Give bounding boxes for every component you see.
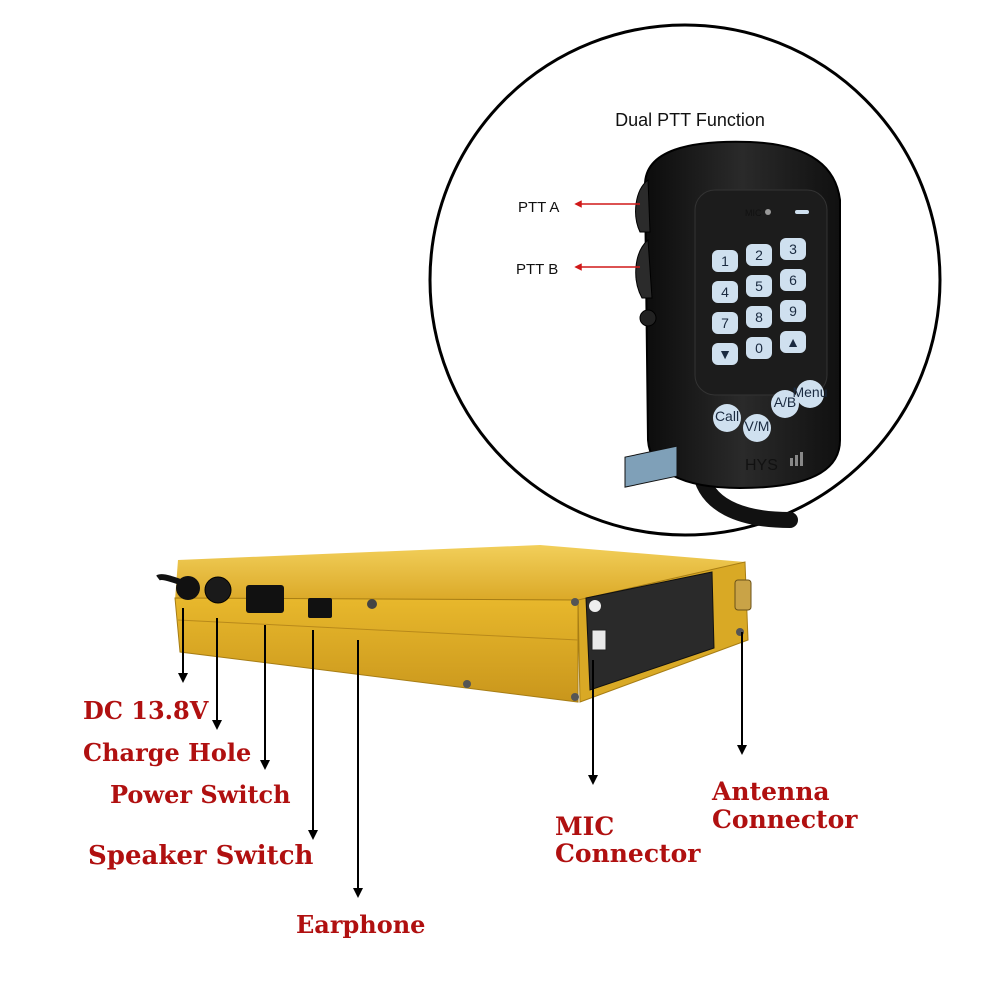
function-key-label: V/M	[745, 418, 770, 434]
label-mic-connector-line2: Connector	[555, 839, 701, 868]
keypad-key: ▲	[780, 331, 806, 353]
keypad: 1 2 3 4 5 6 7 8 9 ▼ 0 ▲	[712, 238, 806, 365]
function-key: A/B	[771, 390, 799, 418]
function-key-label: Menu	[792, 384, 827, 400]
radio-top-surface	[175, 545, 745, 600]
keypad-key: 6	[780, 269, 806, 291]
radio-faceplate	[585, 571, 715, 691]
ptt-b-button	[635, 238, 653, 299]
function-key: Menu	[792, 380, 828, 408]
keypad-key: 5	[746, 275, 772, 297]
mic-connector-jack	[591, 629, 607, 651]
radio-display	[624, 445, 678, 488]
label-dc: DC 13.8V	[83, 696, 209, 725]
label-antenna-line1: Antenna	[711, 777, 830, 806]
keypad-key: 0	[746, 337, 772, 359]
function-key: V/M	[743, 414, 771, 442]
label-mic-connector-line1: MIC	[555, 812, 614, 841]
dc-plug	[176, 576, 200, 600]
function-key: Call	[713, 404, 741, 432]
label-power-switch: Power Switch	[110, 780, 291, 809]
mic-callout: Dual PTT Function MIC 1 2 3 4 5 6 7 8 9 ▼ 0 ▲ CallV…	[428, 23, 942, 537]
keypad-key-label: 2	[755, 247, 763, 263]
function-key-label: Call	[715, 408, 739, 424]
power-switch-part	[246, 585, 284, 613]
radio-rear-panel	[174, 597, 579, 703]
earphone-jack-part	[367, 599, 377, 609]
part-labels: DC 13.8V Charge Hole Power Switch Speake…	[83, 696, 858, 939]
keypad-key-label: 6	[789, 272, 797, 288]
keypad-key: 7	[712, 312, 738, 334]
label-earphone: Earphone	[296, 910, 425, 939]
keypad-key-label: ▼	[718, 346, 732, 362]
pointer-arrows	[178, 608, 747, 898]
keypad-key: 1	[712, 250, 738, 272]
label-antenna-line2: Connector	[712, 805, 858, 834]
keypad-key: 8	[746, 306, 772, 328]
antenna-connector-part	[734, 579, 752, 611]
keypad-key-label: 4	[721, 284, 729, 300]
callout-title: Dual PTT Function	[615, 110, 765, 130]
keypad-key-label: 5	[755, 278, 763, 294]
mic-brand: HYS	[745, 457, 778, 474]
mobile-radio-unit	[156, 445, 752, 703]
ptt-a-label: PTT A	[518, 199, 559, 216]
keypad-key-label: 9	[789, 303, 797, 319]
mic-mark: MIC	[745, 208, 762, 218]
keypad-key-label: ▲	[786, 334, 800, 350]
function-key-label: A/B	[774, 394, 797, 410]
keypad-key-label: 1	[721, 253, 729, 269]
keypad-key: 2	[746, 244, 772, 266]
keypad-key: 3	[780, 238, 806, 260]
keypad-key-label: 3	[789, 241, 797, 257]
charge-hole-part	[204, 576, 232, 604]
keypad-key-label: 7	[721, 315, 729, 331]
label-speaker-switch: Speaker Switch	[88, 841, 314, 871]
keypad-key-label: 0	[755, 340, 763, 356]
speaker-switch-part	[308, 598, 332, 618]
keypad-key: 9	[780, 300, 806, 322]
keypad-key: 4	[712, 281, 738, 303]
ptt-a-button	[635, 179, 651, 233]
ptt-b-label: PTT B	[516, 261, 558, 278]
keypad-key-label: 8	[755, 309, 763, 325]
keypad-key: ▼	[712, 343, 738, 365]
label-charge-hole: Charge Hole	[83, 738, 251, 767]
